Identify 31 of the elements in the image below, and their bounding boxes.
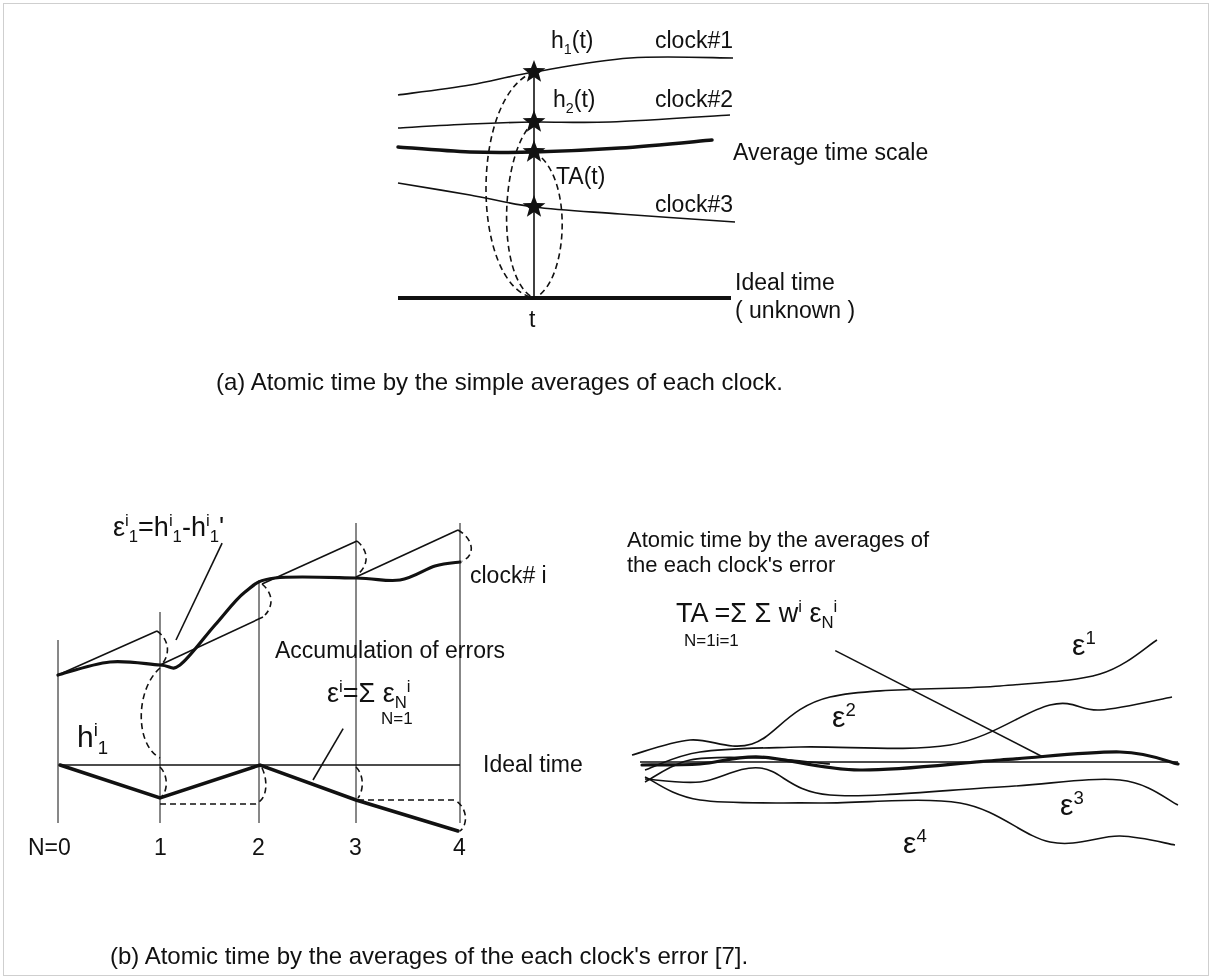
diagram-label: ( unknown ) xyxy=(735,297,856,324)
diagram-label: TA(t) xyxy=(556,163,606,190)
diagram-label: 3 xyxy=(349,834,362,861)
diagram-label: t xyxy=(529,306,536,333)
diagram-label: Average time scale xyxy=(733,139,929,166)
diagram-label: (b) Atomic time by the averages of the each clock's error [7]. xyxy=(110,942,749,970)
diagram-label: ε$^{1}$ xyxy=(1072,628,1096,663)
formula-text: N=1i=1 xyxy=(684,631,739,651)
diagram-label: ε$^{3}$ xyxy=(1060,788,1084,823)
diagram-label: ε$^{4}$ xyxy=(903,826,927,861)
diagram-label: Ideal time xyxy=(483,751,583,778)
diagram-label: clock#1 xyxy=(655,27,733,54)
diagram-label: ε$^{2}$ xyxy=(832,700,856,735)
diagram-label: 1 xyxy=(154,834,167,861)
diagram-label: 2 xyxy=(252,834,265,861)
leader-line xyxy=(312,727,344,781)
formula-text: ε$^{i}$$_{1}$=h$^{i}$$_{1}$-h$^{i}$$_{1}$' xyxy=(113,512,225,544)
diagram-label: Atomic time by the averages of the each clock's error xyxy=(627,527,931,578)
diagram-label: clock#3 xyxy=(655,191,733,218)
leader-line xyxy=(834,649,1044,758)
diagram-label: h$_{2}$(t) xyxy=(553,86,596,113)
diagram-label: Ideal time xyxy=(735,269,835,296)
diagram-label: Accumulation of errors xyxy=(275,637,506,664)
diagram-label: clock#2 xyxy=(655,86,733,113)
diagram-label: 4 xyxy=(453,834,466,861)
leader-line xyxy=(175,542,223,641)
diagram-label: N=0 xyxy=(28,834,71,861)
diagram-label: h$_{1}$(t) xyxy=(551,27,594,54)
diagram-label: clock# i xyxy=(470,562,547,589)
diagram-label: (a) Atomic time by the simple averages of each clock. xyxy=(216,368,783,396)
formula-text: N=1 xyxy=(381,709,413,729)
